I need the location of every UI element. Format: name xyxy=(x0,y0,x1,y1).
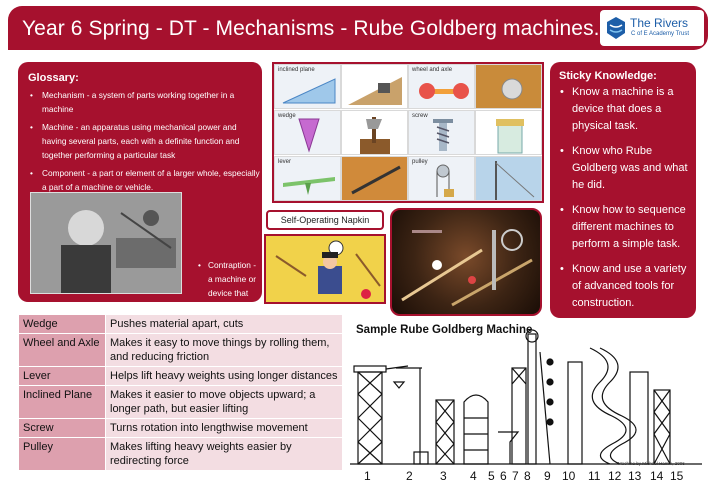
definition-cell: Helps lift heavy weights using longer di… xyxy=(105,366,343,386)
step-number: 1 xyxy=(364,469,371,483)
machine-lever: lever xyxy=(274,156,341,201)
step-number: 12 xyxy=(608,469,622,483)
step-number: 13 xyxy=(628,469,642,483)
sample-machine-diagram: Sample Rube Goldberg Machine xyxy=(350,322,702,494)
definition-cell: Makes it easy to move things by rolling … xyxy=(105,333,343,367)
step-number: 10 xyxy=(562,469,576,483)
definition-cell: Makes it easier to move objects upward; … xyxy=(105,385,343,419)
lever-icon xyxy=(283,177,335,195)
glossary-title: Glossary: xyxy=(28,72,79,84)
machine-line-drawing xyxy=(350,329,702,465)
glossary-list: Mechanism - a system of parts working to… xyxy=(28,88,262,198)
logo: The Rivers C of E Academy Trust xyxy=(600,10,704,46)
ramp-photo-icon xyxy=(348,77,402,105)
rube-goldberg-model-photo xyxy=(390,208,542,316)
step-number: 3 xyxy=(440,469,447,483)
term-cell: Screw xyxy=(18,418,106,438)
machine-pulley: pulley xyxy=(408,156,475,201)
term-cell: Wheel and Axle xyxy=(18,333,106,367)
pulley-icon xyxy=(436,164,454,197)
screw-icon xyxy=(433,119,453,151)
sticky-list: Know a machine is a device that does a p… xyxy=(558,84,694,320)
logo-name: The Rivers xyxy=(630,16,689,30)
rivers-logo-icon xyxy=(607,17,625,39)
step-number: 11 xyxy=(588,469,601,483)
machine-photo xyxy=(475,156,542,201)
machine-inclined-plane: inclined plane xyxy=(274,64,341,109)
step-number: 9 xyxy=(544,469,551,483)
axe-photo-icon xyxy=(360,117,390,154)
simple-machines-grid: inclined plane wheel and axle wedge scre… xyxy=(272,62,544,203)
header-banner: Year 6 Spring - DT - Mechanisms - Rube G… xyxy=(8,6,708,50)
machine-photo xyxy=(341,110,408,155)
machine-photo xyxy=(475,110,542,155)
machine-screw: screw xyxy=(408,110,475,155)
rube-goldberg-photo xyxy=(30,192,182,294)
machine-wedge: wedge xyxy=(274,110,341,155)
term-cell: Pulley xyxy=(18,437,106,471)
machine-photo xyxy=(475,64,542,109)
inclined-plane-icon xyxy=(282,78,336,104)
sticky-item: Know and use a variety of advanced tools… xyxy=(558,261,694,312)
definition-cell: Makes lifting heavy weights easier by re… xyxy=(105,437,343,471)
step-number: 8 xyxy=(524,469,531,483)
machine-label: screw xyxy=(412,113,428,119)
machine-label: inclined plane xyxy=(278,67,315,73)
napkin-cartoon xyxy=(264,234,386,304)
machine-photo xyxy=(341,64,408,109)
step-number: 5 xyxy=(488,469,495,483)
contraption-photo-icon xyxy=(401,229,533,307)
napkin-caption: Self-Operating Napkin xyxy=(266,210,384,230)
glossary-item: Component - a part or element of a large… xyxy=(28,166,262,194)
diagram-credit: Machine by Michael Hamm, 2006 xyxy=(618,461,685,466)
term-cell: Inclined Plane xyxy=(18,385,106,419)
portrait-illustration xyxy=(31,193,181,293)
glossary-panel: Glossary: Mechanism - a system of parts … xyxy=(18,62,262,354)
term-cell: Wedge xyxy=(18,314,106,334)
sticky-knowledge-panel: Sticky Knowledge: Know a machine is a de… xyxy=(550,62,696,318)
step-number: 14 xyxy=(650,469,664,483)
step-number: 6 xyxy=(500,469,507,483)
wheel-and-axle-icon xyxy=(419,83,469,99)
step-number: 7 xyxy=(512,469,519,483)
page-title: Year 6 Spring - DT - Mechanisms - Rube G… xyxy=(22,17,600,40)
definition-cell: Turns rotation into lengthwise movement xyxy=(105,418,343,438)
machine-photo xyxy=(341,156,408,201)
sample-title: Sample Rube Goldberg Machine xyxy=(356,324,533,336)
step-number: 4 xyxy=(470,469,477,483)
sticky-title: Sticky Knowledge: xyxy=(559,70,657,82)
glossary-item: Mechanism - a system of parts working to… xyxy=(28,88,262,116)
machine-label: lever xyxy=(278,159,292,165)
jar-photo-icon xyxy=(496,119,524,154)
machine-wheel-and-axle: wheel and axle xyxy=(408,64,475,109)
doorknob-photo-icon xyxy=(476,65,541,108)
term-cell: Lever xyxy=(18,366,106,386)
sticky-item: Know a machine is a device that does a p… xyxy=(558,84,694,135)
flagpole-photo-icon xyxy=(476,157,541,200)
glossary-item: Machine - an apparatus using mechanical … xyxy=(28,120,262,162)
machine-label: pulley xyxy=(412,159,428,165)
step-number: 15 xyxy=(670,469,684,483)
definition-cell: Pushes material apart, cuts xyxy=(105,314,343,334)
sticky-item: Know who Rube Goldberg was and what he d… xyxy=(558,143,694,194)
crowbar-photo-icon xyxy=(342,157,407,200)
wedge-icon xyxy=(298,118,320,153)
machine-label: wheel and axle xyxy=(412,67,453,73)
cartoon-illustration xyxy=(266,236,384,302)
machine-label: wedge xyxy=(278,113,296,119)
logo-subtitle: C of E Academy Trust xyxy=(631,31,690,37)
sticky-item: Know how to sequence different machines … xyxy=(558,202,694,253)
step-number: 2 xyxy=(406,469,413,483)
